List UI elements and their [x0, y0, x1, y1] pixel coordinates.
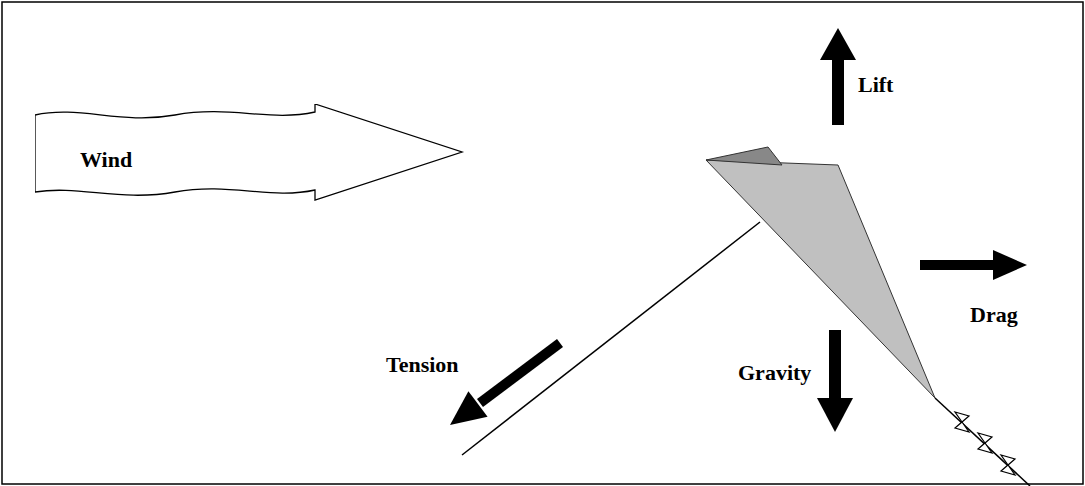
force-label: Lift	[858, 72, 893, 98]
lift-arrow	[820, 28, 856, 125]
tension-arrow	[450, 343, 560, 425]
wind-arrow: Wind	[35, 104, 465, 202]
node-text: Wind	[80, 147, 132, 173]
kite-body	[706, 160, 935, 398]
kite-fold	[706, 147, 782, 165]
force-label: Gravity	[738, 360, 811, 386]
kite-tail	[935, 398, 1030, 486]
gravity-arrow	[817, 330, 853, 432]
force-label: Drag	[970, 302, 1018, 328]
force-label: Tension	[386, 352, 459, 378]
drag-arrow	[920, 250, 1027, 280]
tail-bows	[955, 412, 1015, 475]
kite-string	[462, 222, 760, 455]
